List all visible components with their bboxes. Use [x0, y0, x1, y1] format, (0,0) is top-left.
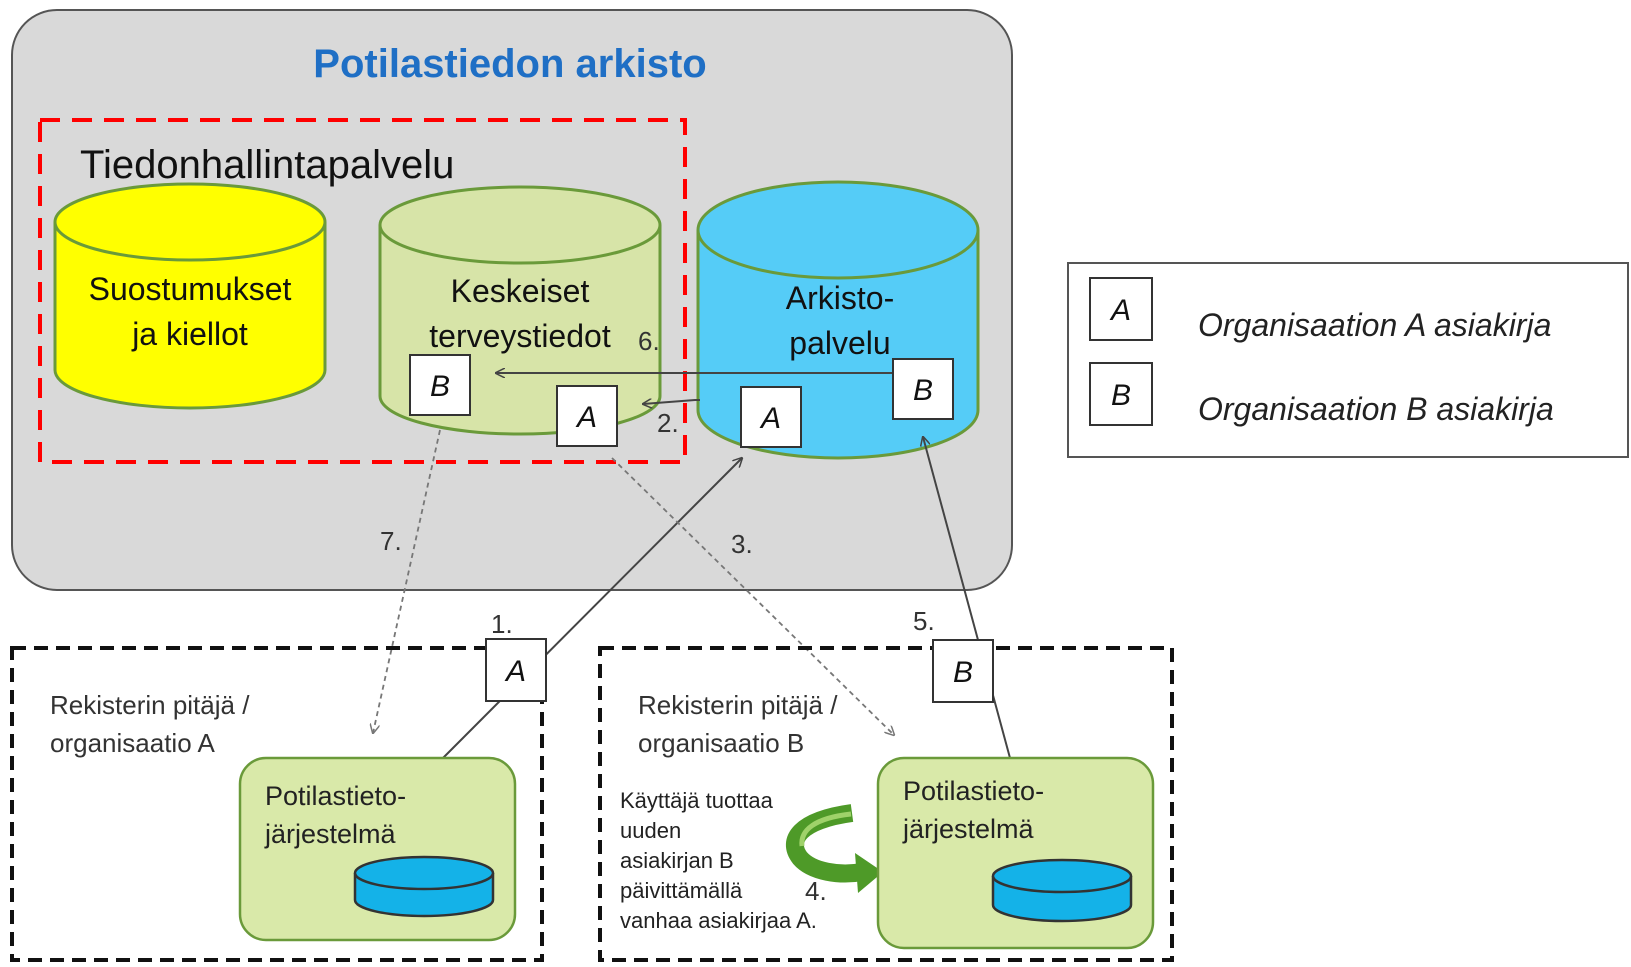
legend: A Organisaation A asiakirja B Organisaat… — [1067, 262, 1629, 458]
step-5-label: 5. — [913, 606, 935, 636]
org-a-container: Rekisterin pitäjä / organisaatio A Potil… — [10, 638, 547, 962]
doc-a-health-label: A — [575, 401, 597, 434]
step-2-label: 2. — [657, 408, 679, 438]
arrow-step-2 — [643, 400, 700, 404]
health-data-label-line2: terveystiedot — [429, 318, 611, 354]
doc-b-org-label: B — [953, 656, 973, 689]
legend-b-box — [1089, 362, 1153, 426]
step-4-label: 4. — [805, 876, 827, 906]
update-cycle-icon — [786, 804, 883, 893]
legend-b-label: B — [1111, 379, 1131, 412]
doc-a-archive-label: A — [759, 402, 781, 435]
org-b-system-database — [991, 858, 1133, 923]
org-a-label-line2: organisaatio A — [50, 728, 215, 758]
legend-a-box — [1089, 277, 1153, 341]
flow-arrows — [373, 373, 1011, 759]
doc-a-org-label: A — [504, 655, 526, 688]
org-a-system-line1: Potilastieto- — [265, 781, 406, 811]
org-b-note-line2: uuden — [620, 818, 681, 843]
health-data-label-line1: Keskeiset — [451, 273, 590, 309]
org-b-note-line3: asiakirjan B — [620, 848, 734, 873]
consents-label-line1: Suostumukset — [89, 271, 292, 307]
org-b-note-line1: Käyttäjä tuottaa — [620, 788, 774, 813]
doc-a-org: A — [485, 638, 547, 702]
step-1-label: 1. — [491, 609, 513, 639]
doc-a-health: A — [556, 385, 618, 447]
doc-b-org: B — [932, 639, 994, 703]
org-b-label-line2: organisaatio B — [638, 728, 804, 758]
org-b-label-line1: Rekisterin pitäjä / — [638, 690, 838, 720]
doc-b-archive-label: B — [913, 374, 933, 407]
org-a-system-line2: järjestelmä — [264, 819, 397, 849]
archive-title: Potilastiedon arkisto — [313, 42, 706, 86]
doc-b-archive: B — [892, 358, 954, 420]
information-service-group: Tiedonhallintapalvelu — [38, 118, 687, 464]
arrow-step-5 — [923, 437, 1011, 759]
archive-service-label-line1: Arkisto- — [786, 280, 894, 316]
org-a-label-line1: Rekisterin pitäjä / — [50, 690, 250, 720]
arrow-step-3 — [611, 457, 894, 735]
org-a-system-database — [353, 855, 495, 918]
information-service-title: Tiedonhallintapalvelu — [80, 143, 454, 187]
org-b-note-line4: päivittämällä — [620, 878, 743, 903]
step-6-label: 6. — [638, 326, 660, 356]
step-7-label: 7. — [380, 526, 402, 556]
step-3-label: 3. — [731, 529, 753, 559]
org-b-note-line5: vanhaa asiakirjaa A. — [620, 908, 817, 933]
arrow-step-7 — [373, 429, 441, 733]
org-b-container: Rekisterin pitäjä / organisaatio B Käytt… — [598, 639, 1174, 962]
consents-database: Suostumukset ja kiellot — [53, 182, 327, 410]
consents-label-line2: ja kiellot — [131, 316, 248, 352]
org-b-patient-system: Potilastieto- järjestelmä — [876, 756, 1155, 950]
org-b-system-line2: järjestelmä — [902, 814, 1035, 844]
legend-a-text: Organisaation A asiakirja — [1198, 307, 1551, 343]
legend-b-text: Organisaation B asiakirja — [1198, 391, 1554, 427]
org-a-patient-system: Potilastieto- järjestelmä — [238, 756, 517, 942]
doc-b-health-label: B — [430, 370, 450, 403]
legend-a-label: A — [1109, 294, 1131, 327]
org-b-system-line1: Potilastieto- — [903, 776, 1044, 806]
doc-a-archive: A — [740, 386, 802, 448]
arrow-step-1 — [442, 458, 742, 759]
doc-b-health: B — [409, 354, 471, 416]
archive-service-label-line2: palvelu — [789, 325, 890, 361]
